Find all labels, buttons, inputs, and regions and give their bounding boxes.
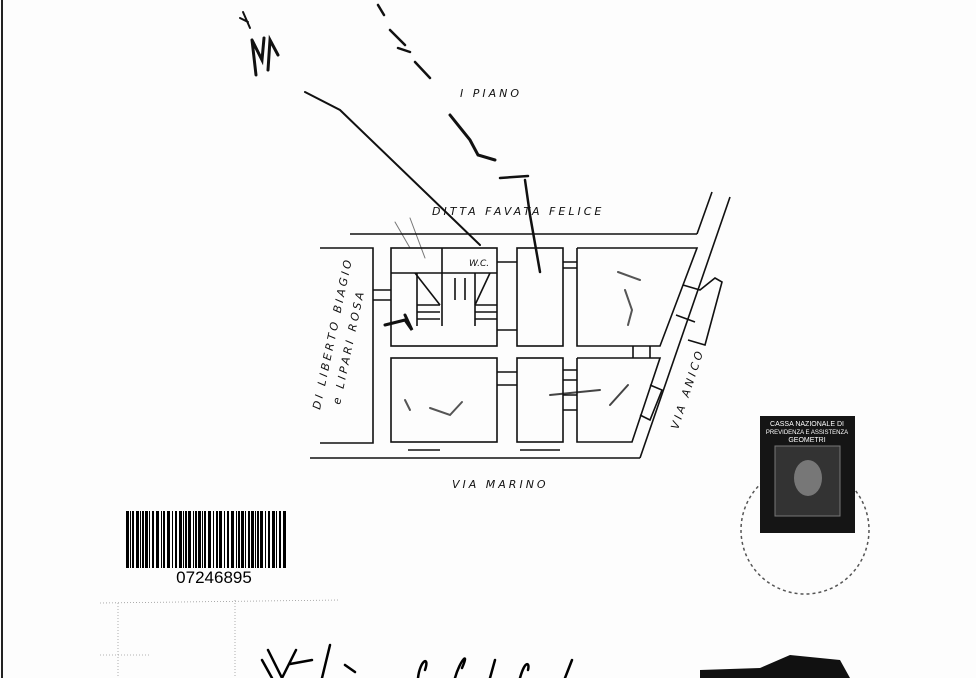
barcode	[126, 511, 286, 568]
stamp-line-1: CASSA NAZIONALE DI	[770, 421, 844, 428]
barcode-bar	[198, 511, 201, 568]
bottom-stamp-fragment	[700, 655, 850, 678]
barcode-bar	[183, 511, 184, 568]
barcode-bar	[227, 511, 229, 568]
barcode-bar	[241, 511, 244, 568]
barcode-bar	[204, 511, 206, 568]
barcode-bar	[156, 511, 159, 568]
barcode-bar	[175, 511, 177, 568]
barcode-bar	[202, 511, 203, 568]
barcode-bar	[140, 511, 141, 568]
barcode-bar	[238, 511, 240, 568]
barcode-bar	[145, 511, 148, 568]
barcode-bar	[213, 511, 214, 568]
barcode-bar	[167, 511, 170, 568]
signature	[260, 643, 574, 678]
barcode-bar	[195, 511, 197, 568]
barcode-bar	[276, 511, 277, 568]
barcode-bar	[257, 511, 259, 568]
barcode-bar	[279, 511, 281, 568]
barcode-bar	[185, 511, 187, 568]
barcode-bar	[142, 511, 144, 568]
handwritten-annotations	[239, 3, 641, 417]
barcode-bar	[132, 511, 134, 568]
barcode-bar	[172, 511, 173, 568]
barcode-bar	[126, 511, 129, 568]
barcode-bar	[149, 511, 150, 568]
barcode-bar	[268, 511, 270, 568]
floor-plan-walls	[310, 191, 731, 459]
barcode-bar	[255, 511, 256, 568]
barcode-bar	[216, 511, 218, 568]
official-stamp: CASSA NAZIONALE DI PREVIDENZA E ASSISTEN…	[740, 416, 870, 595]
barcode-bar	[188, 511, 191, 568]
barcode-bar	[272, 511, 275, 568]
barcode-bar	[136, 511, 139, 568]
wc-label: W.C.	[469, 259, 489, 269]
floor-label: I PIANO	[460, 87, 522, 100]
barcode-bar	[283, 511, 286, 568]
barcode-bar	[260, 511, 263, 568]
barcode-bar	[208, 511, 211, 568]
north-owner-label: DITTA FAVATA FELICE	[432, 205, 604, 218]
barcode-bar	[193, 511, 194, 568]
plan-labels: I PIANO DITTA FAVATA FELICE W.C. DI LIBE…	[310, 87, 707, 491]
barcode-bar	[248, 511, 250, 568]
barcode-bar	[179, 511, 182, 568]
barcode-bar	[224, 511, 225, 568]
barcode-bar	[245, 511, 246, 568]
barcode-bar	[219, 511, 222, 568]
grid-form-fragment	[99, 599, 341, 678]
barcode-number: 07246895	[176, 568, 252, 587]
barcode-bar	[130, 511, 131, 568]
barcode-bar	[251, 511, 254, 568]
south-street-label: VIA MARINO	[452, 478, 549, 491]
barcode-bar	[152, 511, 154, 568]
stamp-line-2: PREVIDENZA E ASSISTENZA	[766, 430, 848, 436]
barcode-bar	[161, 511, 162, 568]
barcode-bar	[163, 511, 165, 568]
barcode-bar	[236, 511, 237, 568]
barcode-bar	[231, 511, 234, 568]
barcode-bar	[265, 511, 266, 568]
stamp-line-3: GEOMETRI	[788, 437, 825, 444]
